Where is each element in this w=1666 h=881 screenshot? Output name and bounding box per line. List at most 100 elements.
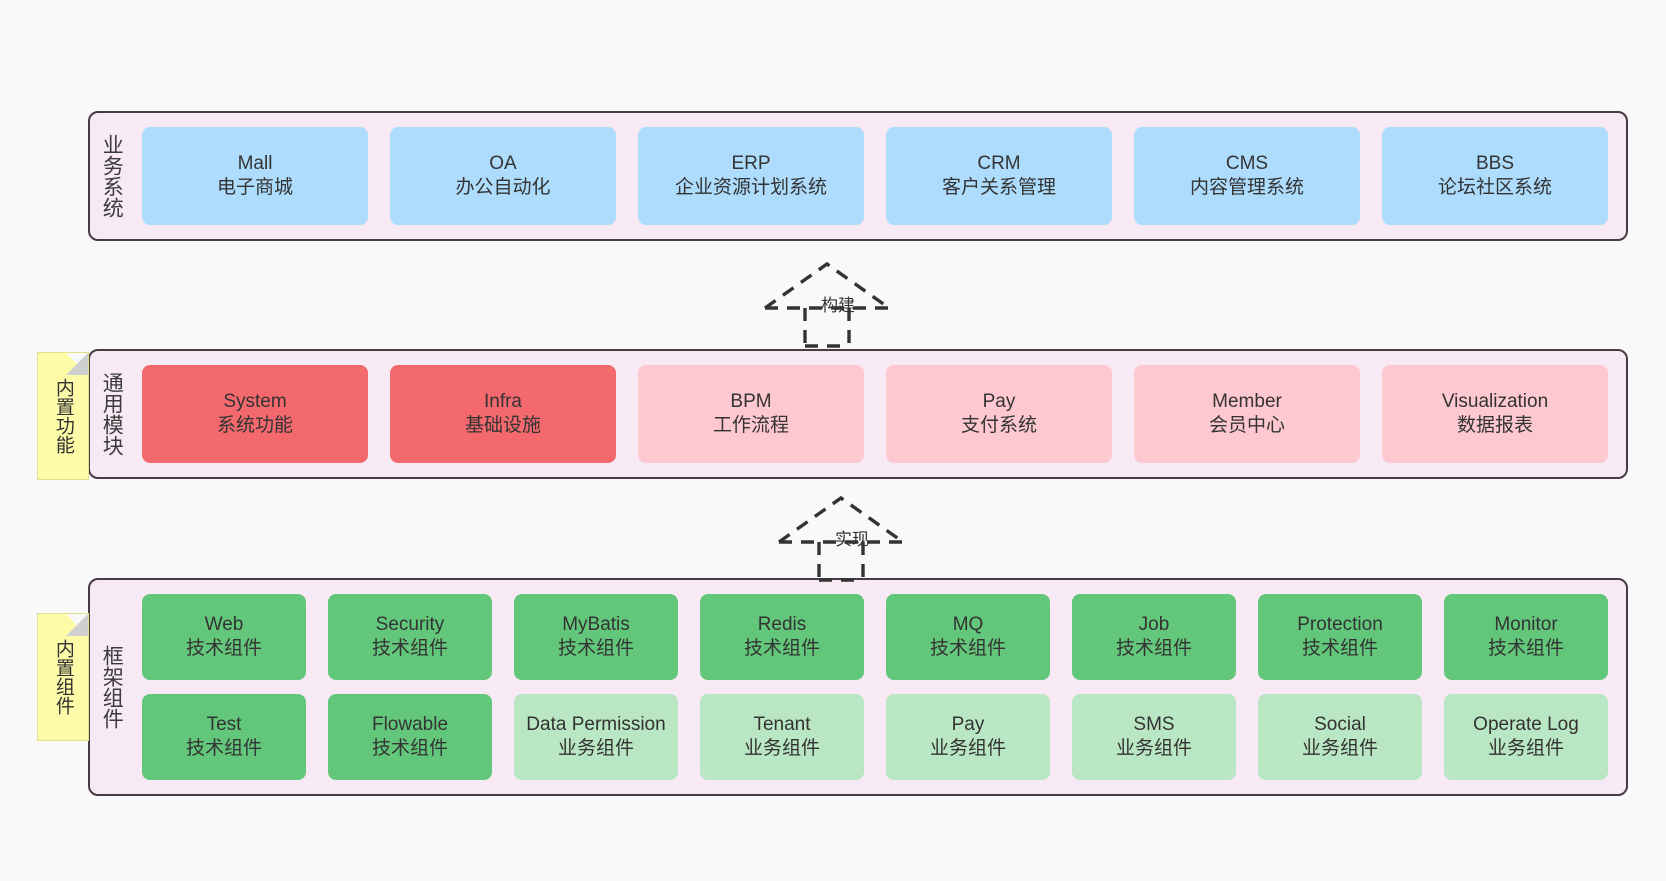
node-label-cn: 客户关系管理	[941, 177, 1056, 198]
node-label-cn: 论坛社区系统	[1437, 177, 1552, 198]
node-label-en: Data Permission	[526, 713, 666, 735]
node-label-en: Pay	[951, 713, 985, 735]
node-test[interactable]: Test 技术组件	[142, 694, 306, 780]
node-label-en: ERP	[731, 152, 771, 174]
connector-implement-label: 实现	[835, 530, 869, 549]
node-label-en: Protection	[1297, 613, 1383, 635]
node-label-en: BPM	[730, 390, 772, 412]
node-erp[interactable]: ERP 企业资源计划系统	[638, 127, 864, 225]
node-label-en: Visualization	[1441, 390, 1549, 412]
note-builtin-function-label: 内置功能	[52, 378, 74, 454]
node-bbs[interactable]: BBS 论坛社区系统	[1382, 127, 1608, 225]
node-label-en: Web	[204, 613, 244, 635]
node-system[interactable]: System 系统功能	[142, 365, 368, 463]
layer-title-common-module: 通用模块	[100, 372, 124, 456]
node-crm[interactable]: CRM 客户关系管理	[886, 127, 1112, 225]
layer-business-boxes: Mall 电子商城 OA 办公自动化 ERP 企业资源计划系统 CRM 客户关系…	[132, 113, 1626, 239]
connector-build: 构建	[755, 258, 930, 348]
node-label-cn: 企业资源计划系统	[674, 177, 827, 198]
node-redis[interactable]: Redis 技术组件	[700, 594, 864, 680]
node-label-en: Job	[1138, 613, 1170, 635]
note-builtin-component: 内置组件	[37, 613, 89, 741]
node-label-cn: 技术组件	[557, 638, 634, 659]
node-mybatis[interactable]: MyBatis 技术组件	[514, 594, 678, 680]
node-label-cn: 内容管理系统	[1189, 177, 1304, 198]
connector-implement-glyph	[778, 495, 904, 582]
node-protection[interactable]: Protection 技术组件	[1258, 594, 1422, 680]
node-visualization[interactable]: Visualization 数据报表	[1382, 365, 1608, 463]
node-label-en: Mall	[237, 152, 273, 174]
node-label-cn: 支付系统	[960, 415, 1037, 436]
node-label-cn: 基础设施	[464, 415, 541, 436]
node-label-en: Flowable	[371, 713, 449, 735]
node-monitor[interactable]: Monitor 技术组件	[1444, 594, 1608, 680]
node-bpm[interactable]: BPM 工作流程	[638, 365, 864, 463]
node-label-cn: 业务组件	[929, 738, 1006, 759]
node-label-en: CMS	[1225, 152, 1269, 174]
node-operate-log[interactable]: Operate Log 业务组件	[1444, 694, 1608, 780]
node-label-en: Infra	[483, 390, 523, 412]
node-label-cn: 技术组件	[1487, 638, 1564, 659]
node-label-cn: 技术组件	[1301, 638, 1378, 659]
node-label-cn: 技术组件	[371, 638, 448, 659]
node-label-en: BBS	[1475, 152, 1515, 174]
node-data-permission[interactable]: Data Permission 业务组件	[514, 694, 678, 780]
node-label-en: Redis	[757, 613, 807, 635]
node-label-cn: 业务组件	[1301, 738, 1378, 759]
node-label-en: MQ	[952, 613, 984, 635]
node-label-en: OA	[489, 152, 517, 174]
node-web[interactable]: Web 技术组件	[142, 594, 306, 680]
node-label-cn: 技术组件	[929, 638, 1006, 659]
node-label-en: MyBatis	[562, 613, 630, 635]
node-label-en: CRM	[977, 152, 1021, 174]
node-oa[interactable]: OA 办公自动化	[390, 127, 616, 225]
node-member[interactable]: Member 会员中心	[1134, 365, 1360, 463]
node-job[interactable]: Job 技术组件	[1072, 594, 1236, 680]
node-label-cn: 数据报表	[1456, 415, 1533, 436]
connector-build-glyph	[764, 261, 890, 348]
node-label-en: Social	[1314, 713, 1366, 735]
node-label-en: SMS	[1133, 713, 1175, 735]
node-label-en: Member	[1212, 390, 1282, 412]
node-social[interactable]: Social 业务组件	[1258, 694, 1422, 780]
node-label-en: Pay	[982, 390, 1016, 412]
connector-implement: 实现	[769, 492, 944, 582]
note-builtin-function: 内置功能	[37, 352, 89, 480]
node-cms[interactable]: CMS 内容管理系统	[1134, 127, 1360, 225]
node-mq[interactable]: MQ 技术组件	[886, 594, 1050, 680]
node-label-cn: 业务组件	[1487, 738, 1564, 759]
node-label-cn: 业务组件	[1115, 738, 1192, 759]
layer-framework-component: 框架组件 Web 技术组件 Security 技术组件 MyBatis 技术组件…	[88, 578, 1628, 796]
node-sms[interactable]: SMS 业务组件	[1072, 694, 1236, 780]
node-mall[interactable]: Mall 电子商城	[142, 127, 368, 225]
node-infra[interactable]: Infra 基础设施	[390, 365, 616, 463]
node-flowable[interactable]: Flowable 技术组件	[328, 694, 492, 780]
node-row: Web 技术组件 Security 技术组件 MyBatis 技术组件 Redi…	[142, 594, 1608, 680]
layer-title-framework-component: 框架组件	[100, 645, 124, 729]
layer-common-boxes: System 系统功能 Infra 基础设施 BPM 工作流程 Pay 支付系统…	[132, 351, 1626, 477]
connector-build-label: 构建	[821, 296, 855, 315]
node-label-cn: 业务组件	[557, 738, 634, 759]
node-label-en: Operate Log	[1473, 713, 1579, 735]
layer-common-module: 通用模块 System 系统功能 Infra 基础设施 BPM 工作流程 Pay…	[88, 349, 1628, 479]
node-label-cn: 电子商城	[216, 177, 293, 198]
node-tenant[interactable]: Tenant 业务组件	[700, 694, 864, 780]
node-pay-component[interactable]: Pay 业务组件	[886, 694, 1050, 780]
node-label-en: System	[223, 390, 287, 412]
node-label-cn: 技术组件	[371, 738, 448, 759]
node-row: Mall 电子商城 OA 办公自动化 ERP 企业资源计划系统 CRM 客户关系…	[142, 127, 1608, 225]
node-label-cn: 技术组件	[185, 738, 262, 759]
layer-title-business-system: 业务系统	[100, 134, 124, 218]
node-security[interactable]: Security 技术组件	[328, 594, 492, 680]
node-label-cn: 技术组件	[185, 638, 262, 659]
node-label-en: Tenant	[753, 713, 811, 735]
note-builtin-component-label: 内置组件	[52, 639, 74, 715]
node-pay-module[interactable]: Pay 支付系统	[886, 365, 1112, 463]
node-label-cn: 办公自动化	[455, 177, 551, 198]
node-row: System 系统功能 Infra 基础设施 BPM 工作流程 Pay 支付系统…	[142, 365, 1608, 463]
node-label-cn: 技术组件	[743, 638, 820, 659]
node-label-cn: 工作流程	[712, 415, 789, 436]
node-label-cn: 业务组件	[743, 738, 820, 759]
layer-framework-boxes: Web 技术组件 Security 技术组件 MyBatis 技术组件 Redi…	[132, 580, 1626, 794]
